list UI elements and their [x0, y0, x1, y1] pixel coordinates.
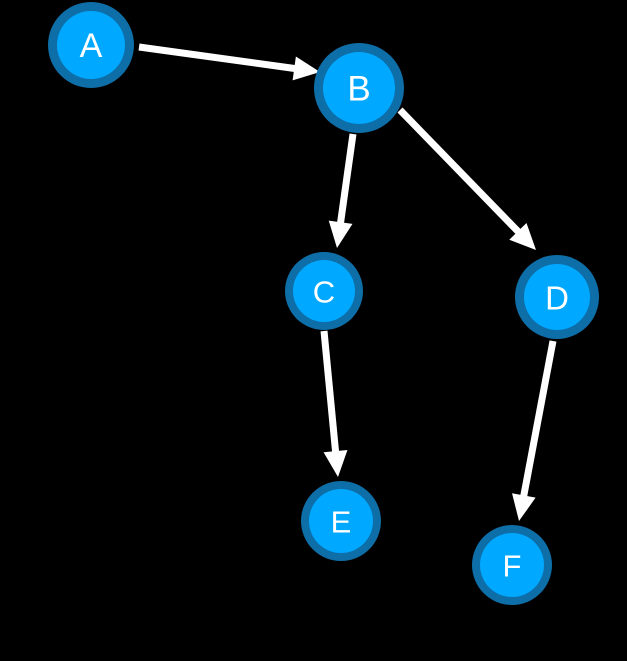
edge-c-e[interactable]	[320, 330, 348, 477]
node-circle	[293, 260, 355, 322]
node-b[interactable]: B	[314, 43, 404, 133]
edge-line	[320, 330, 340, 456]
edge-line	[138, 43, 299, 73]
node-label: D	[545, 280, 569, 317]
edge-a-b[interactable]	[138, 43, 320, 81]
node-circle	[323, 52, 395, 124]
node-a[interactable]: A	[48, 2, 134, 88]
node-label: F	[503, 549, 522, 584]
node-c[interactable]: C	[285, 252, 363, 330]
node-circle	[524, 264, 590, 330]
node-label: B	[347, 70, 370, 109]
edge-b-d[interactable]	[397, 107, 536, 250]
node-circle	[480, 533, 544, 597]
edge-arrowhead	[509, 222, 536, 250]
node-d[interactable]: D	[515, 255, 599, 339]
node-label: E	[331, 505, 352, 540]
edge-arrowhead	[323, 449, 348, 477]
nodes-layer: A B C D E F	[48, 2, 599, 605]
node-circle	[57, 11, 125, 79]
edge-arrowhead	[328, 220, 353, 248]
edges-layer	[138, 43, 557, 521]
node-circle	[309, 489, 373, 553]
node-e[interactable]: E	[301, 481, 381, 561]
edge-line	[397, 107, 524, 237]
node-label: C	[313, 275, 335, 310]
edge-d-f[interactable]	[512, 340, 557, 521]
edge-arrowhead	[512, 493, 536, 521]
edge-line	[519, 340, 557, 501]
edge-line	[336, 133, 357, 227]
node-label: A	[80, 27, 103, 65]
edge-b-c[interactable]	[328, 133, 357, 248]
edge-arrowhead	[292, 56, 320, 81]
node-f[interactable]: F	[472, 525, 552, 605]
